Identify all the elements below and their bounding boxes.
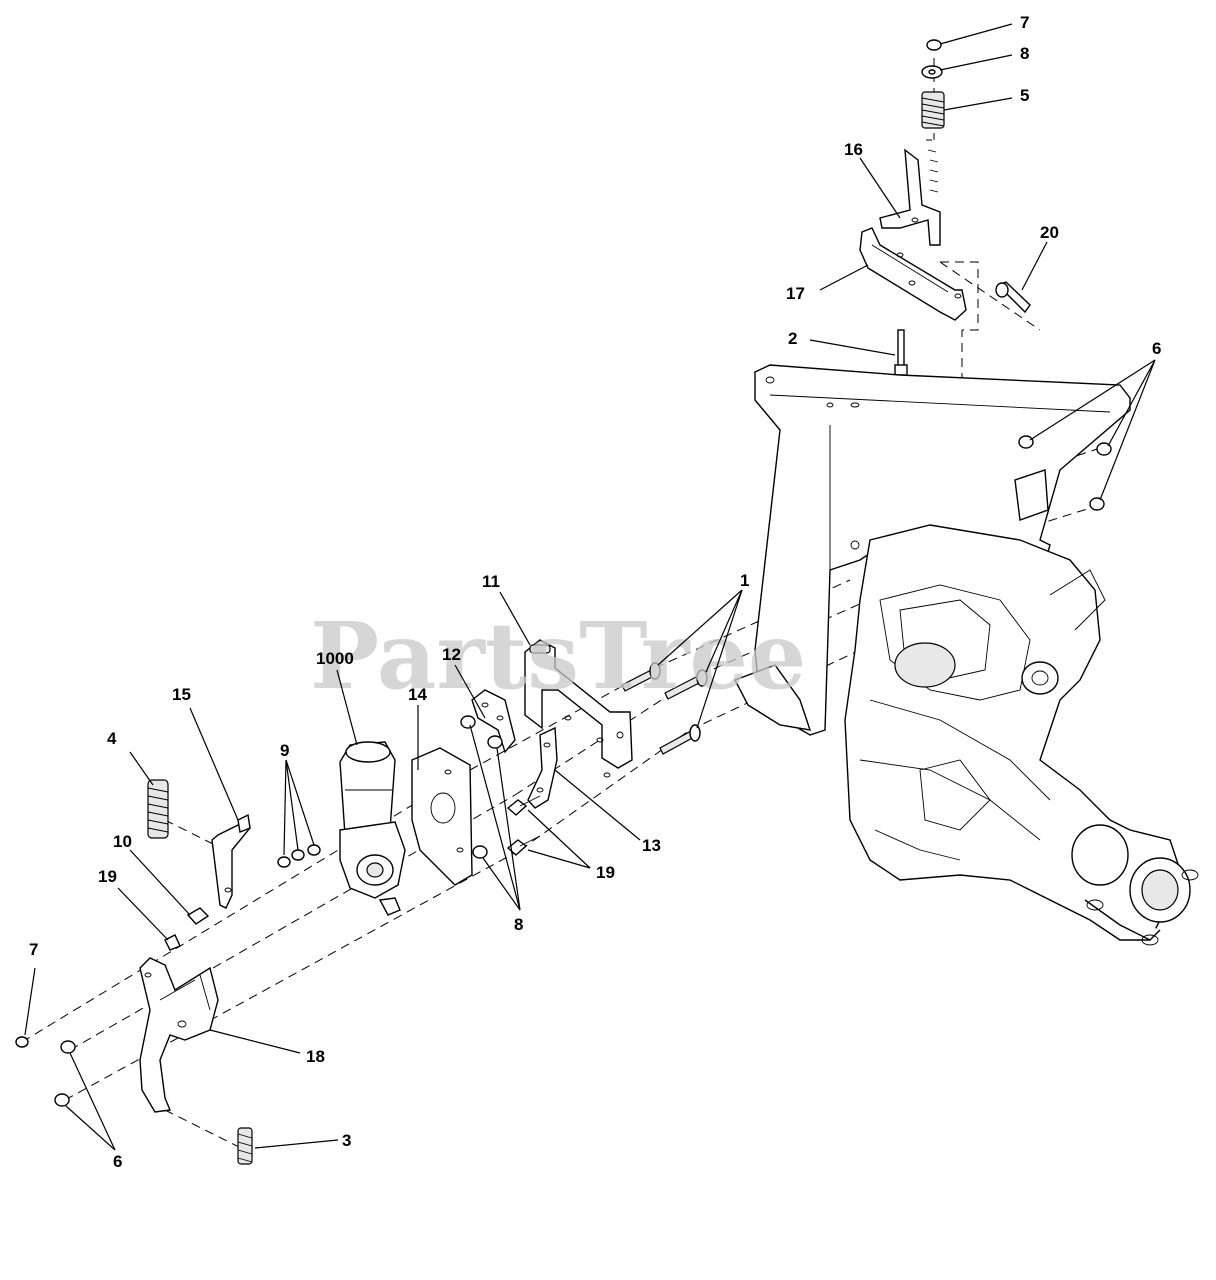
callout-12: 12 <box>442 645 461 664</box>
callout-1000: 1000 <box>316 649 354 668</box>
bracket-11 <box>524 639 633 778</box>
callout-14: 14 <box>408 685 427 704</box>
callout-20: 20 <box>1040 223 1059 242</box>
callout-9: 9 <box>280 741 289 760</box>
callout-5: 5 <box>1020 86 1029 105</box>
motor-1000 <box>339 741 406 916</box>
callout-8-mid: 8 <box>514 915 523 934</box>
callout-7-left: 7 <box>29 940 38 959</box>
lever-15 <box>211 813 251 909</box>
plate-12 <box>471 689 516 754</box>
callout-3: 3 <box>342 1131 351 1150</box>
callout-10: 10 <box>113 832 132 851</box>
callout-8-top: 8 <box>1020 44 1029 63</box>
callout-2: 2 <box>788 329 797 348</box>
callout-17: 17 <box>786 284 805 303</box>
upper-bracket-assembly <box>859 39 1031 376</box>
callout-15: 15 <box>172 685 191 704</box>
bolts-19 <box>164 795 541 951</box>
callout-6-left: 6 <box>113 1152 122 1171</box>
parts-tree-watermark: PartsTree <box>310 602 806 710</box>
bracket-17 <box>859 227 967 321</box>
plate-14 <box>411 747 473 886</box>
callout-4: 4 <box>107 729 117 748</box>
bolts-1 <box>621 662 708 755</box>
callout-1: 1 <box>740 571 749 590</box>
callout-19-left: 19 <box>98 867 117 886</box>
leader-lines <box>24 23 1156 1151</box>
bolt-10 <box>186 907 210 925</box>
bracket-18 <box>139 957 219 1113</box>
nut-7-left <box>15 1036 29 1048</box>
nuts-6-right <box>1018 435 1112 511</box>
bolt-2 <box>894 329 908 376</box>
pin-20 <box>995 281 1031 314</box>
washers-8-mid <box>460 715 503 859</box>
nuts-left <box>15 1036 76 1107</box>
spring-5 <box>921 91 945 129</box>
callout-13: 13 <box>642 836 661 855</box>
callout-7-top: 7 <box>1020 13 1029 32</box>
spring-4 <box>147 779 169 839</box>
callout-18: 18 <box>306 1047 325 1066</box>
callout-11: 11 <box>482 572 500 591</box>
spring-3 <box>237 1127 253 1165</box>
lever-16 <box>879 139 941 246</box>
transaxle <box>844 524 1199 946</box>
callout-16: 16 <box>844 140 863 159</box>
callout-labels: 7 8 5 16 20 17 2 6 1 11 12 1000 14 15 4 … <box>29 13 1161 1171</box>
callout-19-right: 19 <box>596 863 615 882</box>
arm-13 <box>527 726 558 809</box>
washers-9 <box>277 844 321 868</box>
callout-6-right: 6 <box>1152 339 1161 358</box>
nut-7-top <box>926 39 942 51</box>
